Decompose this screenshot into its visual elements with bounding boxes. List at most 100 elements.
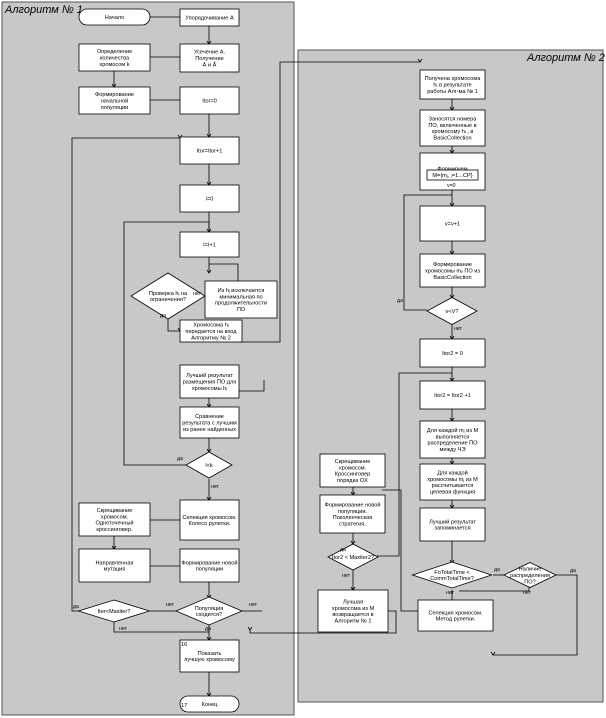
crossover-2-block-text: хромосом. xyxy=(339,465,367,471)
label-no-total: нет xyxy=(446,590,455,596)
best-result-saved-block-text: запоминается xyxy=(434,526,470,532)
iter2-zero-block xyxy=(419,338,486,368)
received-chromosome-block-text: работы Алг-ма № 1 xyxy=(427,89,478,95)
label-yes-has: да xyxy=(570,568,576,574)
iter2-increment-block xyxy=(419,380,486,410)
record-numbers-block xyxy=(419,109,486,147)
label-yes-total: да xyxy=(494,567,500,573)
mutation-block-text: мутация xyxy=(104,567,126,573)
label-yes-vlt: да xyxy=(397,298,403,304)
form-new-population-2-block-text: стратегия. xyxy=(339,522,366,528)
v-less-v-decision xyxy=(426,297,478,325)
constraint-check-decision-text: ограничения? xyxy=(150,297,186,303)
crossover-1-block xyxy=(78,502,151,537)
define-count-block-text: хромосом k xyxy=(99,62,129,68)
distribution-block-text: Для каждой mⱼ из M xyxy=(427,427,479,434)
algorithm-1-title: Алгоритм № 1 xyxy=(4,4,83,16)
objective-function-block-text: хромосомы mⱼ из M xyxy=(427,477,478,483)
distribution-block-text: между ЧЭ xyxy=(440,447,466,453)
order-a-block xyxy=(179,8,240,27)
compare-block-text: Сравнение xyxy=(195,414,224,420)
iter2-less-maxiter2-decision xyxy=(327,543,379,571)
compare-block-text: из ранее найденных xyxy=(183,426,236,433)
i-zero-block-text: i=0 xyxy=(206,197,214,203)
itlt-loop xyxy=(377,372,452,557)
return-best-chromosome-block-text: Алгоритм № 1 xyxy=(335,619,372,625)
iter2-zero-block-text: Itor2 = 0 xyxy=(442,351,463,357)
population-converges-decision xyxy=(174,596,244,626)
i-less-k-decision-text: I<k xyxy=(205,463,213,469)
label-no-check: нет xyxy=(193,291,202,297)
define-count-block xyxy=(78,43,151,72)
objective-function-block-text: Для каждой xyxy=(437,469,468,476)
form-new-population-2-block-text: Поколенческая xyxy=(333,515,373,521)
crossover-2-block-text: Скрещивание xyxy=(335,459,371,465)
compare-block xyxy=(179,406,240,439)
iter2-increment-block-text: Itor2 = Itor2 +1 xyxy=(434,393,471,399)
distribution-block xyxy=(419,420,486,459)
crossover-1-block-text: кроссинговер. xyxy=(96,527,133,533)
selection-1-block xyxy=(179,499,240,541)
best-placement-block-text: Лучший результат xyxy=(186,372,233,379)
show-best-chromosome-block-text: лучшую хромосому xyxy=(184,657,235,663)
received-chromosome-block-text: Получена хромосома xyxy=(425,76,482,82)
exclude-block-text: минимальная по xyxy=(219,294,262,300)
population-converges-decision-text: Популяция xyxy=(195,606,224,612)
crossover-2-block xyxy=(319,453,386,488)
v-increment-block-text: v=v+1 xyxy=(445,222,460,228)
iter-increment-block xyxy=(179,136,240,165)
form-initial-population-block-text: начальной xyxy=(101,98,129,105)
crossover-1-block-text: Скрещивание xyxy=(97,508,133,514)
label-no-iter-exit: нет xyxy=(119,626,128,632)
label-yes-ilk: да xyxy=(177,456,183,462)
objective-function-block-text: целевая функция xyxy=(430,490,475,496)
algorithm-2-title: Алгоритм № 2 xyxy=(526,52,605,64)
trim-a-block xyxy=(179,43,240,73)
distribution-block-text: распределение ПО xyxy=(428,441,479,447)
flow-blocks: Начало Упорядочивание A Усечение A. Получен… xyxy=(73,8,576,713)
selection-1-block-text: Колесо рулетки. xyxy=(189,521,231,527)
form-initial-population-block-text: популяции xyxy=(101,105,129,111)
received-chromosome-block xyxy=(419,69,486,100)
form-new-population-2-block-text: популяции. xyxy=(338,509,368,515)
end-terminal-text: Конец xyxy=(202,702,219,708)
exclude-block-text: Из hᵢ исключается xyxy=(218,288,265,294)
iter-yes-loop xyxy=(71,137,180,612)
population-formula-text: M={mⱼ, ⱼ=1...CP} xyxy=(432,173,472,179)
best-placement-block-text: размещения ПО для xyxy=(183,380,237,386)
form-new-population-2-block-text: Формирование новой xyxy=(325,501,381,508)
return-best-chromosome-block-text: хромосома из M xyxy=(332,606,375,612)
mutation-block xyxy=(78,548,151,583)
objective-function-block-text: рассчитывается xyxy=(432,483,474,489)
send-to-alg2 xyxy=(238,61,420,343)
vlt-yes-loop xyxy=(403,194,452,311)
v-less-v-decision-text: v<V? xyxy=(446,309,459,315)
has-distribution-decision xyxy=(503,562,557,588)
v-zero-label: v=0 xyxy=(447,183,456,189)
form-chromosome-2-block-text: Формирование xyxy=(433,262,472,268)
iter-zero-block-text: Itor=0 xyxy=(202,99,216,105)
arrowhead xyxy=(490,651,496,656)
block-number-17: 17 xyxy=(181,703,187,709)
return-to-alg1 xyxy=(249,610,397,634)
send-to-algorithm-2-block-text: передается на вход xyxy=(185,329,237,335)
i-increment-block-text: I=I+1 xyxy=(203,243,216,249)
order-a-block-text: Упорядочивание A xyxy=(185,16,234,22)
selection-2-block-text: Селекция хромосом. xyxy=(428,610,482,616)
label-no-has: нет xyxy=(523,590,532,596)
exclude-block-text: продолжительности xyxy=(215,301,267,307)
total-time-decision-text: CommTotalTime? xyxy=(430,576,474,582)
constraint-check-decision xyxy=(130,272,206,320)
exclude-block xyxy=(204,280,278,319)
compare-block-text: результата с лучшим xyxy=(182,421,237,427)
trim-a-block-text: Усечение A. xyxy=(194,50,226,56)
form-initial-population-block-text: Формирование xyxy=(95,92,134,98)
crossover-1-block-text: Одноточечный xyxy=(95,520,133,527)
distribution-block-text: выполняется xyxy=(436,434,470,440)
start-terminal-text: Начало xyxy=(105,15,125,21)
iter-increment-block-text: Itor=Itor+1 xyxy=(197,149,223,155)
i-less-k-decision xyxy=(185,451,233,479)
label-no-converged: нет xyxy=(249,602,258,608)
best-placement-block-text: хромосомы hᵢ xyxy=(192,386,227,392)
label-yes-check: да xyxy=(160,313,166,319)
